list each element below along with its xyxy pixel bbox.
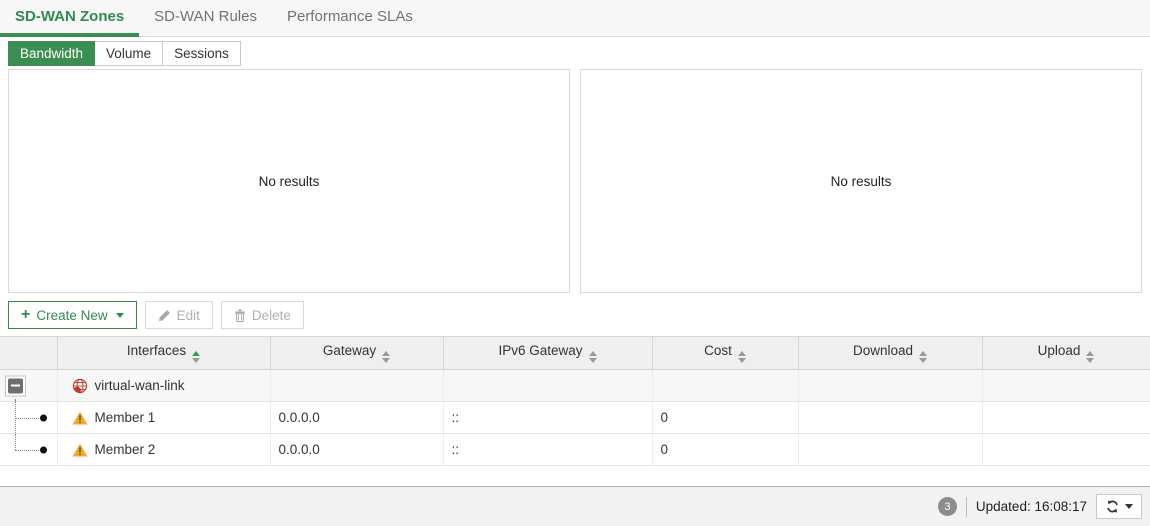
- tree-node-dot: [40, 414, 47, 421]
- sort-icon: [192, 351, 201, 363]
- column-label: Interfaces: [126, 343, 187, 358]
- sdwan-zone-icon: [72, 378, 87, 393]
- no-results-text: No results: [830, 173, 892, 189]
- upload-cell: [982, 369, 1150, 402]
- expander-column-header: [0, 336, 58, 370]
- gateway-cell: [270, 369, 444, 402]
- warning-icon: [72, 411, 87, 424]
- column-header-download[interactable]: Download: [798, 336, 983, 370]
- table-row-member-1[interactable]: Member 1 0.0.0.0 :: 0: [0, 401, 1150, 434]
- table-header-row: Interfaces Gateway IPv6 Gateway Cost Dow…: [0, 336, 1150, 370]
- sort-icon: [588, 351, 597, 363]
- download-cell: [798, 401, 983, 434]
- tab-sdwan-zones[interactable]: SD-WAN Zones: [0, 0, 140, 37]
- table-row-zone[interactable]: virtual-wan-link: [0, 369, 1150, 402]
- sort-icon: [737, 351, 746, 363]
- tree-line: [15, 399, 16, 401]
- tab-label: SD-WAN Zones: [15, 8, 125, 25]
- refresh-button[interactable]: [1096, 494, 1142, 519]
- caret-down-icon: [1125, 504, 1133, 509]
- tree-node-dot: [40, 446, 47, 453]
- cost-cell: [652, 369, 799, 402]
- subtab-sessions[interactable]: Sessions: [163, 41, 241, 66]
- edit-label: Edit: [176, 307, 200, 323]
- ipv6-gateway-cell: ::: [443, 433, 653, 466]
- trash-icon: [235, 308, 245, 322]
- create-new-button[interactable]: + Create New: [8, 301, 137, 329]
- status-badge: 3: [937, 497, 957, 516]
- column-label: Upload: [1037, 343, 1081, 358]
- caret-down-icon: [115, 312, 124, 318]
- member-name: Member 1: [94, 410, 156, 425]
- tree-cell: [0, 433, 58, 466]
- upload-cell: [982, 401, 1150, 434]
- plus-icon: +: [21, 306, 31, 323]
- tree-branch: [15, 417, 39, 419]
- delete-label: Delete: [251, 307, 291, 323]
- minus-icon: [8, 378, 23, 393]
- sort-icon: [382, 351, 391, 363]
- upload-cell: [982, 433, 1150, 466]
- column-header-cost[interactable]: Cost: [652, 336, 799, 370]
- download-cell: [798, 369, 983, 402]
- refresh-icon: [1107, 500, 1118, 513]
- updated-timestamp: Updated: 16:08:17: [975, 499, 1087, 514]
- main-tab-bar: SD-WAN Zones SD-WAN Rules Performance SL…: [0, 0, 1150, 37]
- tree-branch: [15, 449, 39, 451]
- expander-cell: [0, 369, 58, 402]
- tab-sdwan-rules[interactable]: SD-WAN Rules: [139, 0, 272, 37]
- cost-cell: 0: [652, 401, 799, 434]
- table-toolbar: + Create New Edit Delete: [8, 301, 1142, 329]
- column-header-interfaces[interactable]: Interfaces: [57, 336, 271, 370]
- tree-cell: [0, 401, 58, 434]
- column-header-ipv6-gateway[interactable]: IPv6 Gateway: [443, 336, 653, 370]
- pencil-icon: [158, 309, 170, 321]
- subtab-bandwidth[interactable]: Bandwidth: [8, 41, 96, 66]
- table-row-member-2[interactable]: Member 2 0.0.0.0 :: 0: [0, 433, 1150, 466]
- column-label: Cost: [704, 343, 732, 358]
- gateway-cell: 0.0.0.0: [270, 433, 444, 466]
- zone-name: virtual-wan-link: [94, 378, 185, 393]
- no-results-text: No results: [258, 173, 320, 189]
- download-cell: [798, 433, 983, 466]
- tab-label: Performance SLAs: [286, 8, 413, 25]
- create-new-label: Create New: [36, 307, 108, 323]
- ipv6-gateway-cell: ::: [443, 401, 653, 434]
- bandwidth-chart-right: No results: [580, 69, 1142, 293]
- edit-button[interactable]: Edit: [144, 301, 213, 329]
- column-header-gateway[interactable]: Gateway: [270, 336, 444, 370]
- zone-name-cell: virtual-wan-link: [57, 369, 271, 402]
- charts-row: No results No results: [8, 69, 1142, 293]
- bandwidth-chart-left: No results: [8, 69, 570, 293]
- tab-performance-slas[interactable]: Performance SLAs: [272, 0, 428, 37]
- status-bar: 3 Updated: 16:08:17: [0, 486, 1150, 526]
- delete-button[interactable]: Delete: [220, 301, 304, 329]
- ipv6-gateway-cell: [443, 369, 653, 402]
- tab-label: SD-WAN Rules: [154, 8, 257, 25]
- subtab-volume[interactable]: Volume: [95, 41, 164, 66]
- collapse-zone-button[interactable]: [5, 375, 26, 396]
- member-name-cell: Member 2: [57, 433, 271, 466]
- sort-icon: [919, 351, 928, 363]
- column-label: Download: [852, 343, 914, 358]
- column-label: Gateway: [322, 343, 377, 358]
- member-name: Member 2: [94, 442, 156, 457]
- cost-cell: 0: [652, 433, 799, 466]
- divider: [965, 496, 967, 517]
- sdwan-zones-table: Interfaces Gateway IPv6 Gateway Cost Dow…: [0, 336, 1150, 466]
- member-name-cell: Member 1: [57, 401, 271, 434]
- warning-icon: [72, 443, 87, 456]
- chart-mode-tabs: Bandwidth Volume Sessions: [8, 41, 1150, 66]
- sort-icon: [1086, 351, 1095, 363]
- column-label: IPv6 Gateway: [498, 343, 583, 358]
- gateway-cell: 0.0.0.0: [270, 401, 444, 434]
- tree-line: [15, 434, 16, 450]
- column-header-upload[interactable]: Upload: [982, 336, 1150, 370]
